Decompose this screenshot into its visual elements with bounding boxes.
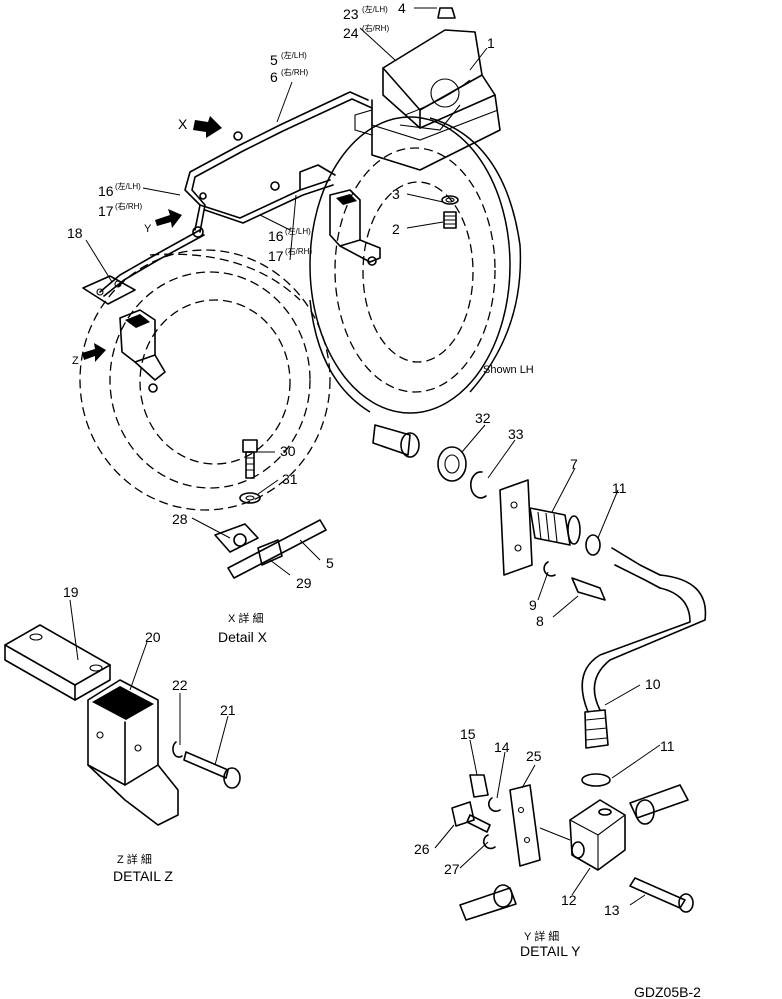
callout-15: 15 xyxy=(460,726,476,742)
leader-lines xyxy=(69,7,661,906)
callout-11-upper: 11 xyxy=(612,480,627,496)
callout-31: 31 xyxy=(282,471,298,487)
callout-14: 14 xyxy=(494,739,510,755)
callout-17-left-side: (右/RH) xyxy=(115,202,143,211)
callout-5-side: (左/LH) xyxy=(281,51,307,60)
detail-z-caption-en: DETAIL Z xyxy=(113,868,173,884)
callout-24-side: (右/RH) xyxy=(362,24,390,33)
callout-27: 27 xyxy=(444,861,460,877)
callout-18: 18 xyxy=(67,225,83,241)
bolt-2 xyxy=(441,195,459,229)
detail-y-caption-en: DETAIL Y xyxy=(520,943,581,959)
callout-2: 2 xyxy=(392,221,400,237)
hose-10 xyxy=(581,547,707,787)
callout-23: 23 xyxy=(343,6,359,22)
callout-23-side: (左/LH) xyxy=(362,5,388,14)
left-tire xyxy=(79,249,331,511)
view-arrow-y xyxy=(155,209,182,228)
detail-x-caption-en: Detail X xyxy=(218,629,268,645)
brake-pipes xyxy=(99,91,373,297)
callout-17-left: 17 xyxy=(98,203,114,219)
callout-20: 20 xyxy=(145,629,161,645)
detail-x-caption-jp: X 詳 細 xyxy=(228,613,264,625)
callout-25: 25 xyxy=(526,748,542,764)
callout-11-lower: 11 xyxy=(660,738,675,754)
callout-10: 10 xyxy=(645,676,661,692)
detail-y-caption-jp: Y 詳 細 xyxy=(524,931,560,943)
callout-6: 6 xyxy=(270,69,278,85)
callout-16-right-side: (左/LH) xyxy=(285,227,311,236)
callout-28: 28 xyxy=(172,511,188,527)
callout-3: 3 xyxy=(392,186,400,202)
callout-26: 26 xyxy=(414,841,430,857)
left-bracket xyxy=(82,275,166,393)
callout-16-left-side: (左/LH) xyxy=(115,182,141,191)
callout-4: 4 xyxy=(398,0,406,16)
callout-24: 24 xyxy=(343,25,359,41)
callout-8: 8 xyxy=(536,613,544,629)
detail-y-upper xyxy=(372,424,606,601)
callout-5-detail: 5 xyxy=(326,555,334,571)
shown-lh-caption: Shown LH xyxy=(483,364,534,376)
view-label-y: Y xyxy=(144,223,152,235)
reservoir-tank xyxy=(354,7,501,171)
callout-32: 32 xyxy=(475,410,491,426)
view-label-x: X xyxy=(178,116,188,132)
callout-17-right: 17 xyxy=(268,248,284,264)
view-arrow-z xyxy=(82,343,106,362)
right-bracket xyxy=(329,189,381,266)
callout-33: 33 xyxy=(508,426,524,442)
right-tire xyxy=(309,116,522,414)
view-label-z: Z xyxy=(72,355,79,367)
callout-17-right-side: (右/RH) xyxy=(285,247,313,256)
callout-30: 30 xyxy=(280,443,296,459)
callout-6-side: (右/RH) xyxy=(281,68,309,77)
callout-13: 13 xyxy=(604,902,620,918)
callout-12: 12 xyxy=(561,892,577,908)
view-arrow-x xyxy=(193,116,222,138)
callout-1: 1 xyxy=(487,35,495,51)
view-arrows xyxy=(82,116,222,362)
detail-y-lower xyxy=(451,774,694,921)
callout-22: 22 xyxy=(172,677,188,693)
callout-9: 9 xyxy=(529,597,537,613)
drawing-id: GDZ05B-2 xyxy=(634,984,701,999)
callout-19: 19 xyxy=(63,584,79,600)
callout-21: 21 xyxy=(220,702,236,718)
callout-29: 29 xyxy=(296,575,312,591)
detail-z-caption-jp: Z 詳 細 xyxy=(117,854,152,866)
callout-16-left: 16 xyxy=(98,183,114,199)
callout-16-right: 16 xyxy=(268,228,284,244)
detail-z-parts xyxy=(4,624,241,826)
callout-7: 7 xyxy=(570,456,578,472)
callout-5-top: 5 xyxy=(270,52,278,68)
detail-x-parts xyxy=(214,439,327,579)
